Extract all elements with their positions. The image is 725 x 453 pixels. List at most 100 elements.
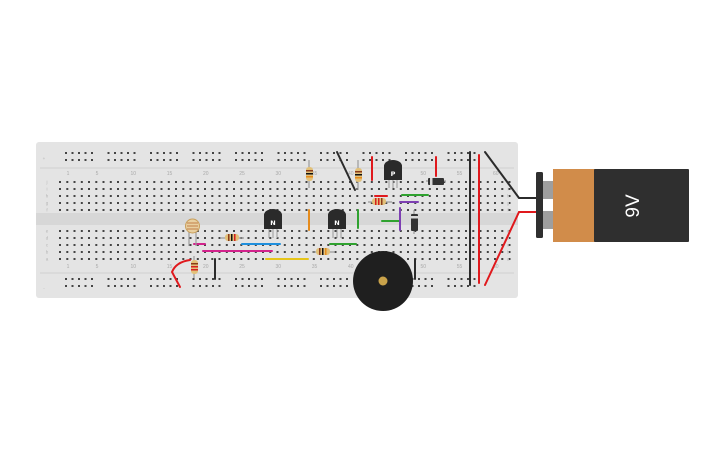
terminal-hole[interactable] — [66, 251, 69, 253]
rail-hole[interactable] — [339, 278, 342, 280]
terminal-hole[interactable] — [479, 258, 482, 260]
rail-hole[interactable] — [163, 152, 165, 154]
terminal-hole[interactable] — [421, 237, 424, 239]
rail-hole[interactable] — [277, 159, 280, 161]
terminal-hole[interactable] — [138, 209, 141, 211]
terminal-hole[interactable] — [486, 209, 489, 211]
terminal-hole[interactable] — [95, 209, 98, 211]
terminal-hole[interactable] — [88, 181, 90, 183]
rail-hole[interactable] — [418, 285, 420, 287]
rail-hole[interactable] — [241, 285, 244, 287]
terminal-hole[interactable] — [363, 195, 366, 197]
rail-hole[interactable] — [303, 278, 306, 280]
terminal-hole[interactable] — [204, 237, 206, 239]
terminal-hole[interactable] — [102, 244, 105, 246]
terminal-hole[interactable] — [421, 209, 424, 211]
terminal-hole[interactable] — [146, 244, 148, 246]
terminal-hole[interactable] — [349, 258, 351, 260]
terminal-hole[interactable] — [320, 244, 322, 246]
terminal-hole[interactable] — [479, 237, 482, 239]
terminal-hole[interactable] — [392, 251, 395, 253]
rail-hole[interactable] — [424, 152, 427, 154]
terminal-hole[interactable] — [233, 188, 235, 190]
terminal-hole[interactable] — [450, 251, 453, 253]
terminal-hole[interactable] — [370, 181, 373, 183]
terminal-hole[interactable] — [73, 251, 76, 253]
terminal-hole[interactable] — [182, 188, 185, 190]
terminal-hole[interactable] — [378, 181, 380, 183]
terminal-hole[interactable] — [66, 195, 69, 197]
rail-hole[interactable] — [290, 159, 293, 161]
terminal-hole[interactable] — [436, 244, 438, 246]
rail-hole[interactable] — [375, 152, 378, 154]
terminal-hole[interactable] — [494, 188, 496, 190]
terminal-hole[interactable] — [95, 202, 98, 204]
terminal-hole[interactable] — [146, 188, 148, 190]
rail-hole[interactable] — [362, 159, 365, 161]
terminal-hole[interactable] — [59, 244, 61, 246]
terminal-hole[interactable] — [254, 195, 257, 197]
terminal-hole[interactable] — [370, 237, 373, 239]
terminal-hole[interactable] — [298, 195, 301, 197]
terminal-hole[interactable] — [131, 209, 134, 211]
rail-hole[interactable] — [107, 159, 110, 161]
terminal-hole[interactable] — [240, 195, 243, 197]
terminal-hole[interactable] — [175, 244, 177, 246]
terminal-hole[interactable] — [436, 202, 438, 204]
terminal-hole[interactable] — [204, 195, 206, 197]
terminal-hole[interactable] — [138, 237, 141, 239]
terminal-hole[interactable] — [370, 188, 373, 190]
rail-hole[interactable] — [388, 159, 391, 161]
terminal-hole[interactable] — [399, 251, 402, 253]
terminal-hole[interactable] — [59, 195, 61, 197]
rail-hole[interactable] — [362, 152, 365, 154]
rail-hole[interactable] — [127, 285, 129, 287]
terminal-hole[interactable] — [378, 230, 380, 232]
rail-hole[interactable] — [369, 159, 371, 161]
terminal-hole[interactable] — [283, 181, 286, 183]
terminal-hole[interactable] — [356, 258, 359, 260]
terminal-hole[interactable] — [109, 251, 112, 253]
rail-hole[interactable] — [205, 159, 208, 161]
terminal-hole[interactable] — [95, 258, 98, 260]
terminal-hole[interactable] — [247, 188, 250, 190]
terminal-hole[interactable] — [443, 237, 446, 239]
terminal-hole[interactable] — [428, 237, 431, 239]
terminal-hole[interactable] — [327, 188, 330, 190]
rail-hole[interactable] — [127, 278, 129, 280]
terminal-hole[interactable] — [334, 230, 337, 232]
terminal-hole[interactable] — [276, 251, 279, 253]
terminal-hole[interactable] — [153, 230, 156, 232]
rail-hole[interactable] — [254, 152, 257, 154]
terminal-hole[interactable] — [472, 230, 475, 232]
rail-hole[interactable] — [212, 278, 214, 280]
terminal-hole[interactable] — [66, 237, 69, 239]
terminal-hole[interactable] — [167, 237, 170, 239]
terminal-hole[interactable] — [349, 230, 351, 232]
terminal-hole[interactable] — [189, 188, 192, 190]
rail-hole[interactable] — [199, 285, 201, 287]
terminal-hole[interactable] — [363, 209, 366, 211]
terminal-hole[interactable] — [479, 181, 482, 183]
terminal-hole[interactable] — [262, 181, 264, 183]
rail-hole[interactable] — [254, 285, 257, 287]
terminal-hole[interactable] — [153, 181, 156, 183]
terminal-hole[interactable] — [363, 202, 366, 204]
terminal-hole[interactable] — [385, 244, 388, 246]
rail-hole[interactable] — [418, 278, 420, 280]
terminal-hole[interactable] — [211, 258, 214, 260]
terminal-hole[interactable] — [102, 195, 105, 197]
terminal-hole[interactable] — [138, 244, 141, 246]
terminal-hole[interactable] — [305, 237, 308, 239]
terminal-hole[interactable] — [320, 258, 322, 260]
terminal-hole[interactable] — [153, 188, 156, 190]
terminal-hole[interactable] — [196, 258, 199, 260]
terminal-hole[interactable] — [443, 258, 446, 260]
rail-hole[interactable] — [284, 278, 286, 280]
terminal-hole[interactable] — [153, 244, 156, 246]
terminal-hole[interactable] — [117, 251, 119, 253]
rail-hole[interactable] — [205, 285, 208, 287]
terminal-hole[interactable] — [370, 251, 373, 253]
terminal-hole[interactable] — [472, 258, 475, 260]
terminal-hole[interactable] — [262, 230, 264, 232]
